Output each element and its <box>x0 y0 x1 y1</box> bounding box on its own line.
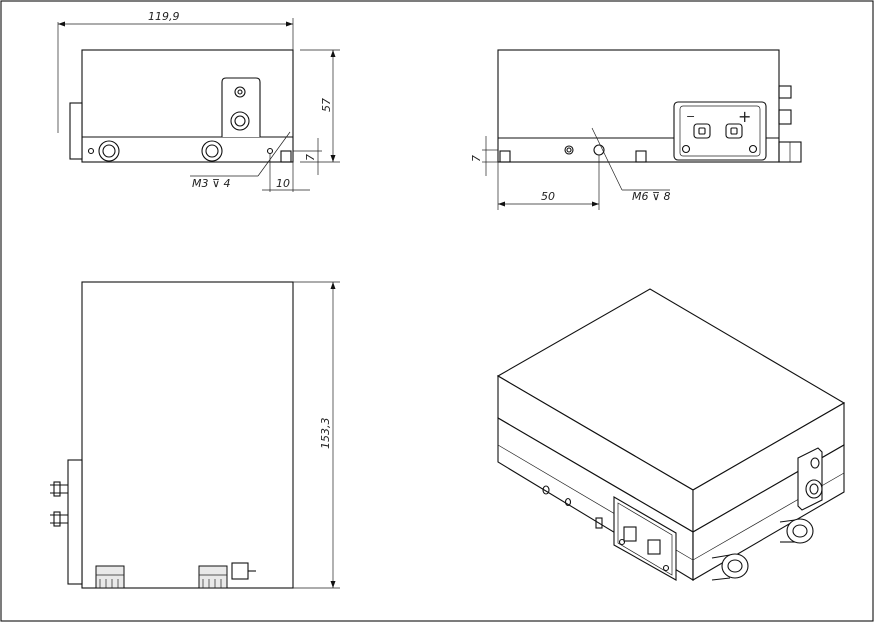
top-fitting-left <box>95 565 125 589</box>
top-fitting-right <box>198 565 228 589</box>
iso-fitting-front <box>711 553 749 581</box>
dim-offset-7-right: 7 <box>470 155 483 162</box>
front-view: 119,9 57 7 10 M3 ⊽ 4 <box>57 10 340 192</box>
dim-width-top: 119,9 <box>148 10 180 23</box>
dim-height-front: 57 <box>320 98 333 112</box>
front-fitting-left <box>98 140 120 162</box>
top-bolt-2 <box>50 511 68 527</box>
dim-length-153: 153,3 <box>319 418 332 450</box>
top-left-plate <box>67 459 83 585</box>
label-thread-m6: M6 ⊽ 8 <box>632 190 671 203</box>
dim-offset-7-left: 7 <box>304 154 317 161</box>
side-view: − + 7 50 M6 ⊽ 8 <box>470 49 802 210</box>
side-connector-plate <box>673 101 767 161</box>
connector-socket-2 <box>725 123 743 139</box>
label-thread-m3: M3 ⊽ 4 <box>192 177 231 190</box>
connector-minus: − <box>686 110 695 123</box>
top-view: 153,3 <box>50 281 340 589</box>
connector-plus: + <box>738 107 751 126</box>
side-hole-small <box>564 145 574 155</box>
front-fitting-right <box>201 140 223 162</box>
iso-round-connector <box>805 479 823 499</box>
iso-connector-plate <box>613 496 677 581</box>
dim-offset-10: 10 <box>276 177 290 190</box>
front-round-connector <box>230 111 250 131</box>
iso-fitting-right <box>779 518 814 544</box>
isometric-view <box>496 288 846 581</box>
dim-offset-50: 50 <box>541 190 555 203</box>
top-connector <box>231 562 249 580</box>
front-body <box>81 49 294 163</box>
iso-bracket <box>797 447 823 511</box>
front-left-plate <box>69 102 83 160</box>
top-body <box>81 281 294 589</box>
top-bolt-1 <box>50 481 68 497</box>
connector-socket-1 <box>693 123 711 139</box>
